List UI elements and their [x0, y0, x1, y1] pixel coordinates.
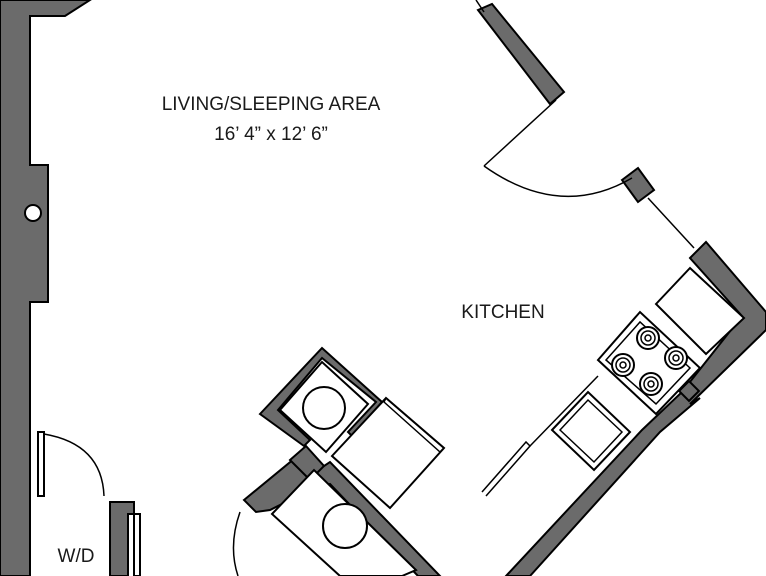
kitchen-opening-line	[647, 197, 695, 249]
burner-icon	[611, 353, 635, 377]
doors	[37, 0, 695, 576]
dryer-drum-icon	[322, 503, 368, 549]
counter-connector	[529, 375, 599, 447]
stove-inner-border	[604, 320, 692, 406]
living-area-dimensions: 16’ 4” x 12’ 6”	[214, 124, 328, 145]
living-area-name: LIVING/SLEEPING AREA	[162, 94, 381, 115]
sink-box	[550, 390, 632, 472]
kitchen-counter-run	[654, 266, 746, 356]
entry-threshold	[475, 0, 485, 13]
stove-box	[596, 310, 702, 416]
closet-stub-wall	[109, 501, 135, 576]
burner-icon	[664, 346, 688, 370]
entry-wall-upper	[476, 2, 566, 106]
lower-door-arc	[232, 511, 241, 576]
closet-door-leaf	[133, 513, 141, 576]
door-jamb-post	[620, 166, 656, 204]
left-exterior-wall	[0, 0, 92, 576]
outlet-icon	[24, 204, 42, 222]
entry-door-leaf	[483, 99, 557, 167]
burner-icon	[639, 372, 663, 396]
counter-edge	[383, 396, 446, 454]
wd-door-arc	[43, 433, 105, 497]
burner-icon	[636, 326, 660, 350]
sink-basin	[558, 398, 624, 464]
kitchen-back-wall	[504, 240, 766, 576]
wd-enclosure-outer	[258, 346, 384, 448]
kitchen-counter-front	[481, 440, 532, 497]
room-labels: LIVING/SLEEPING AREA 16’ 4” x 12’ 6” KIT…	[58, 94, 545, 567]
stove-burners	[611, 326, 688, 396]
fixtures	[24, 204, 746, 576]
laundry-name: W/D	[58, 546, 95, 567]
entry-door-arc	[483, 165, 633, 198]
kitchen-name: KITCHEN	[461, 302, 544, 323]
washer-drum-icon	[302, 386, 346, 430]
wd-door-leaf	[37, 431, 45, 497]
